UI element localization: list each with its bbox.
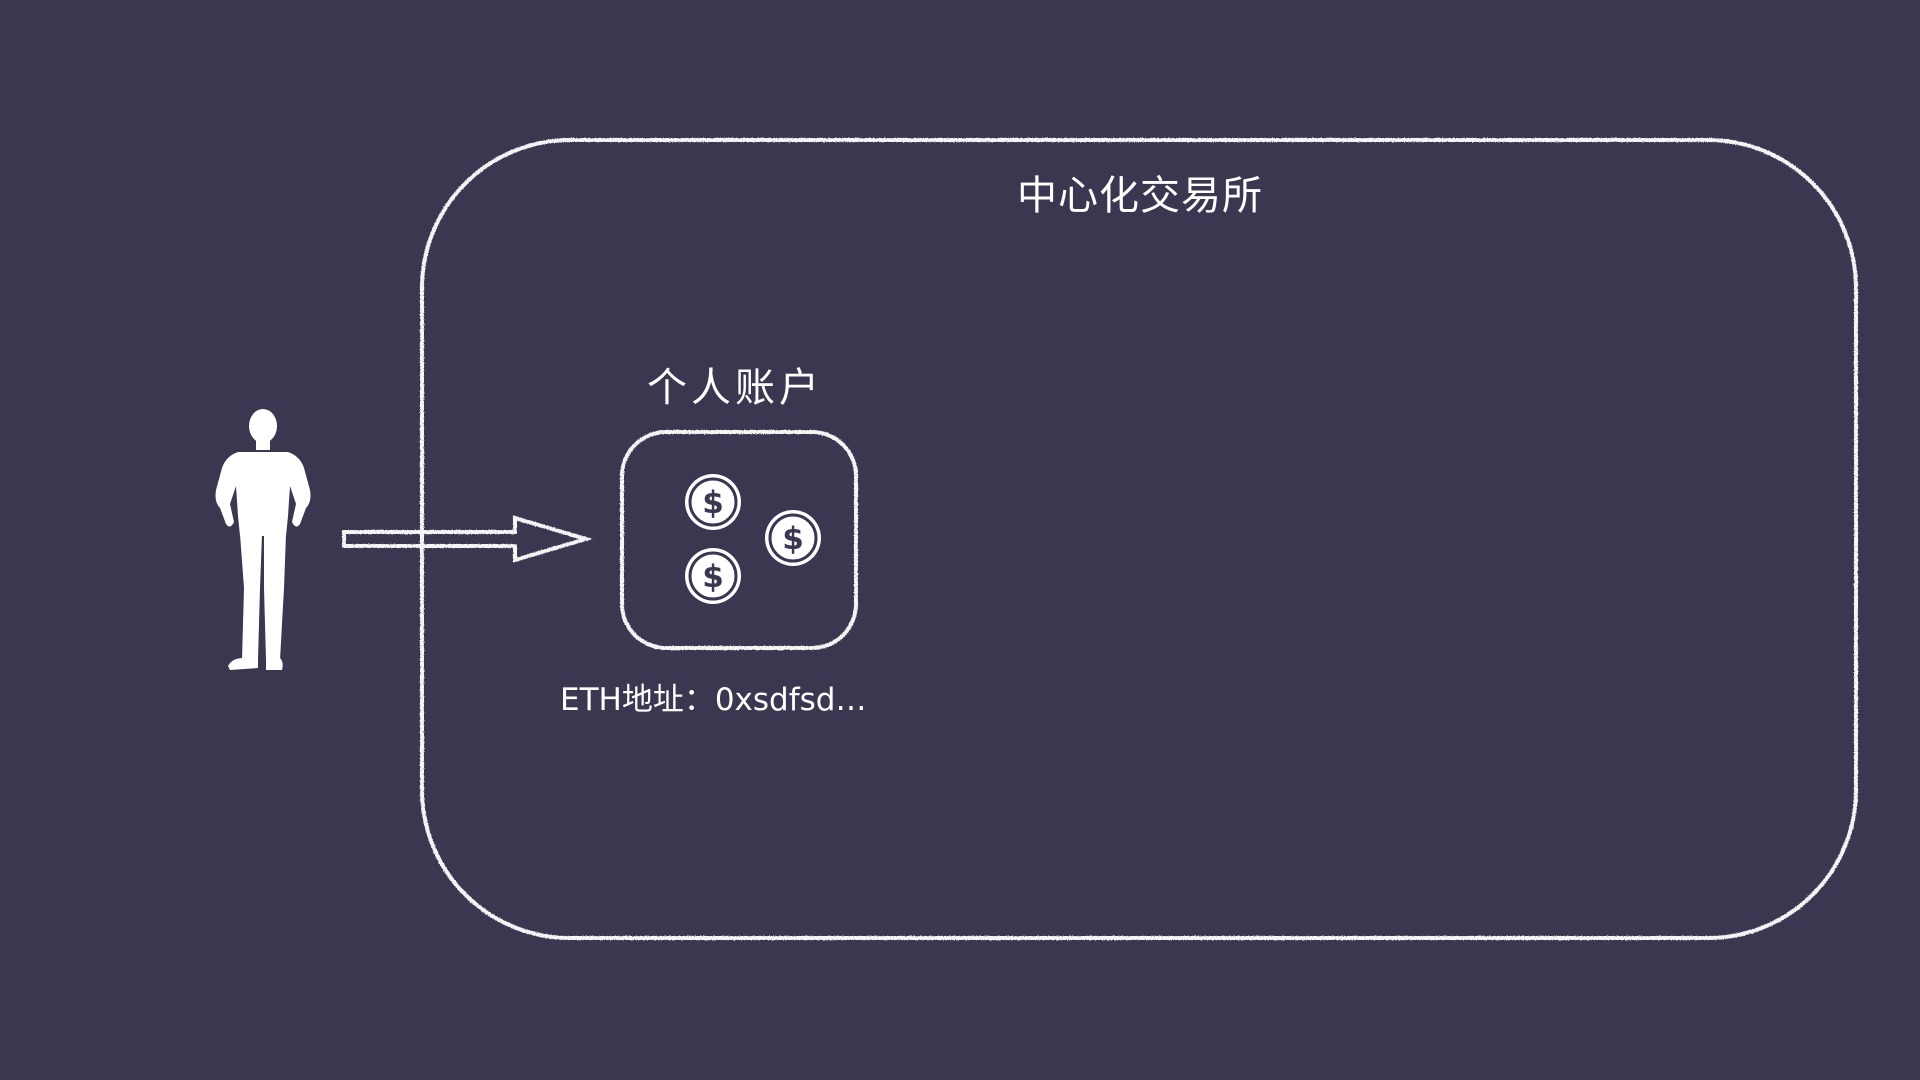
eth-address-label: ETH地址：0xsdfsd… (560, 682, 867, 718)
svg-text:$: $ (782, 521, 804, 557)
dollar-coin-icon: $ (685, 548, 741, 604)
person-icon (215, 409, 311, 670)
account-container (620, 430, 858, 650)
dollar-coin-icon: $ (685, 474, 741, 530)
account-title: 个人账户 (647, 365, 823, 411)
svg-text:$: $ (702, 559, 724, 595)
svg-text:$: $ (702, 485, 724, 521)
exchange-title: 中心化交易所 (1017, 173, 1263, 219)
arrow-right-icon (342, 515, 592, 563)
dollar-coin-icon: $ (765, 510, 821, 566)
exchange-container (420, 138, 1858, 940)
